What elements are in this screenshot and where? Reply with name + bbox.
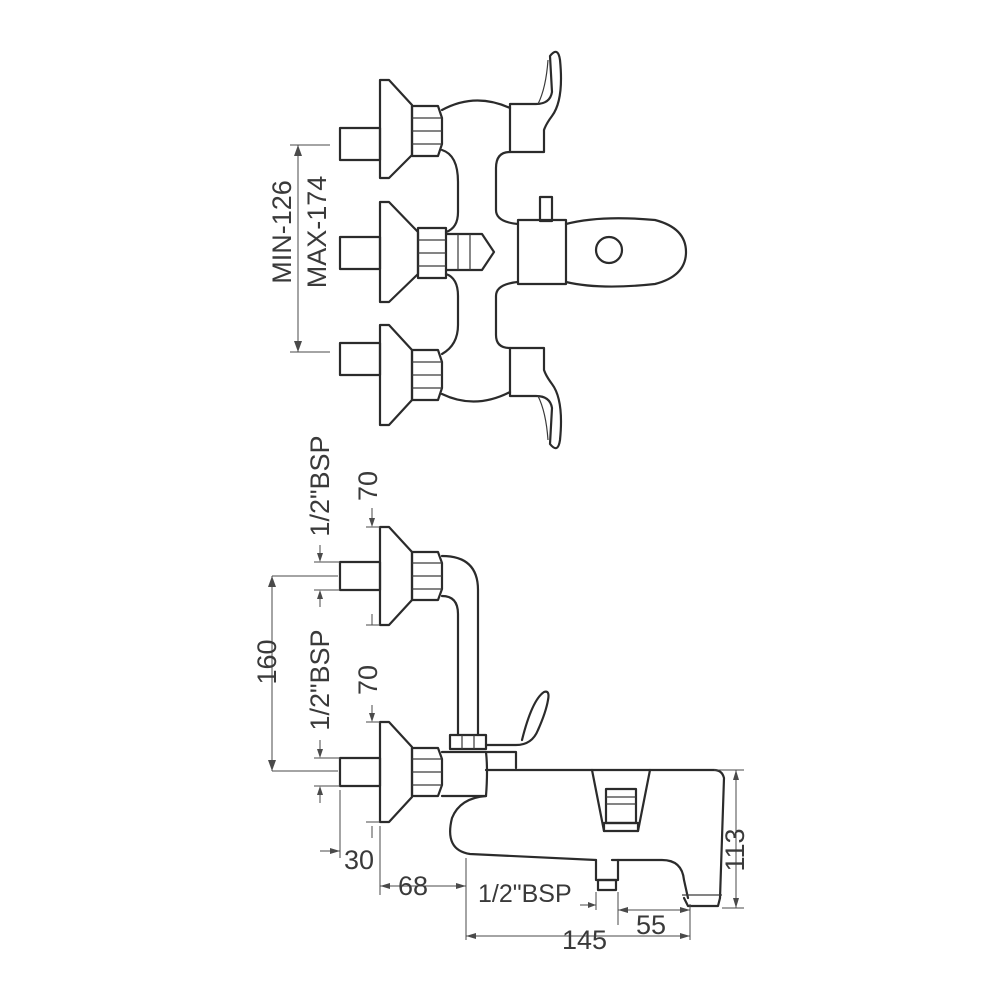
mixer-body-top [440, 99, 520, 403]
spout-thread-dimension: 1/2"BSP [478, 880, 619, 925]
spout-height-label: 113 [720, 828, 750, 871]
spout-tip-label: 55 [636, 910, 666, 940]
spout-thread-label: 1/2"BSP [478, 880, 572, 908]
upper-thread-label: 1/2"BSP [305, 435, 335, 536]
upper-inlet-top [338, 78, 444, 180]
spout-side [449, 768, 726, 908]
mixer-body-side [440, 690, 550, 798]
range-min-label: MIN-126 [267, 180, 297, 284]
lower-inlet-top [338, 323, 444, 427]
wall-depth-label: 30 [344, 845, 374, 875]
upper-offset-label: 70 [353, 471, 383, 501]
upper-lever-top [508, 50, 563, 154]
wall-depth-dimension: 30 [320, 790, 381, 895]
inlet-spacing-label: 160 [252, 639, 282, 684]
spout-height-dimension: 113 [714, 769, 750, 909]
lower-thread-dimension: 1/2"BSP 70 [305, 629, 383, 838]
inlet-spacing-dimension: 160 [252, 575, 338, 772]
lower-offset-label: 70 [353, 665, 383, 695]
lower-inlet-side [338, 720, 444, 824]
diverter-handle-top [516, 195, 688, 288]
side-view: 160 1/2"BSP 70 [252, 435, 750, 955]
middle-inlet-top [338, 200, 496, 304]
range-dimension: MIN-126 MAX-174 [267, 144, 332, 353]
range-max-label: MAX-174 [302, 176, 332, 289]
upper-inlet-side [338, 525, 480, 737]
lower-lever-top [508, 346, 563, 450]
top-view: MIN-126 MAX-174 [267, 50, 688, 450]
spout-length-label: 145 [562, 925, 607, 955]
body-offset-dimension: 68 [380, 858, 467, 940]
lower-thread-label: 1/2"BSP [305, 629, 335, 730]
spout-length-dimension: 145 55 [466, 904, 691, 955]
upper-thread-dimension: 1/2"BSP 70 [305, 435, 383, 626]
diverter-knob-side [590, 768, 652, 833]
body-offset-label: 68 [398, 871, 428, 901]
